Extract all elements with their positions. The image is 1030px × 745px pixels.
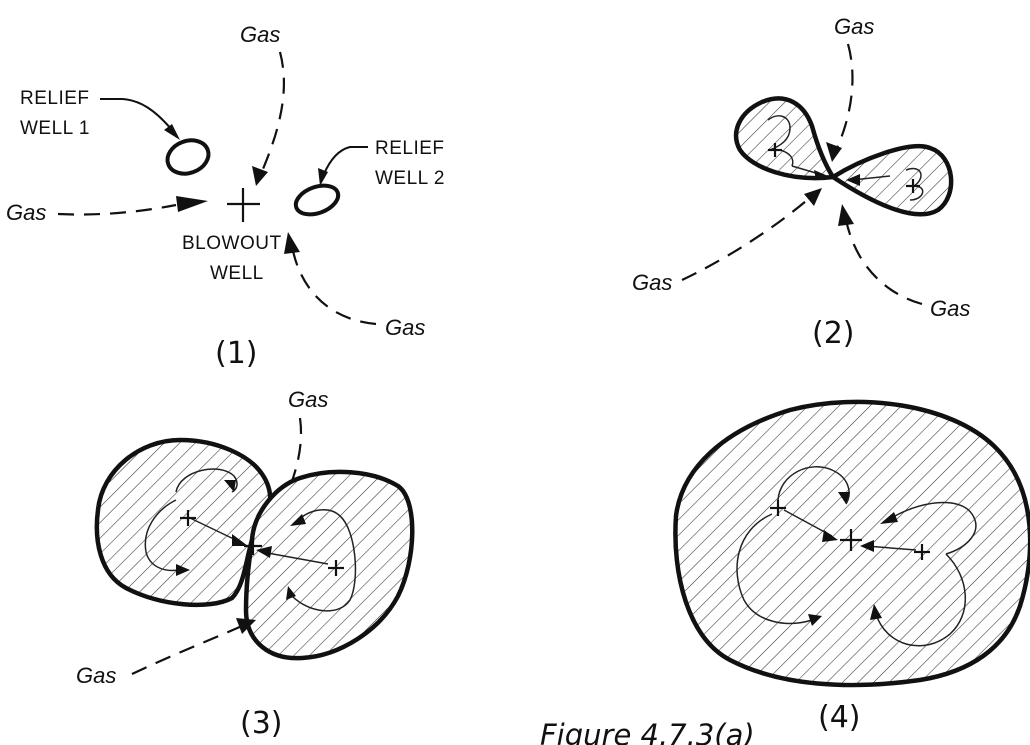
- gas-flow-arrow-left: [57, 203, 177, 216]
- relief-well-2-label: RELIEF: [375, 138, 445, 159]
- gas-flow-arrow-top: [835, 43, 854, 151]
- arrowhead-icon: [838, 204, 854, 226]
- pressure-front-right-lobe: [243, 469, 415, 661]
- gas-flow-arrow-right: [844, 219, 923, 306]
- arrowhead-icon: [822, 530, 838, 542]
- panel-4: (4): [673, 399, 1030, 735]
- panel-label: (1): [215, 336, 258, 371]
- flow-path: [865, 545, 917, 551]
- blowout-well-label: WELL: [210, 263, 264, 284]
- panel-label: (3): [240, 706, 283, 741]
- flow-path: [887, 501, 977, 555]
- arrowhead-icon: [318, 168, 328, 186]
- flow-path: [144, 499, 179, 572]
- relief-well-1: [165, 138, 211, 176]
- gas-flow-arrow-left: [681, 195, 813, 281]
- gas-label-bottom: Gas: [76, 663, 116, 688]
- flow-path: [736, 513, 813, 625]
- pressure-front-right-lobe: [828, 143, 954, 217]
- panel-2: Gas Gas Gas (2): [632, 14, 970, 351]
- gas-flow-arrow-bottom: [290, 245, 377, 326]
- arrowhead-icon: [808, 614, 822, 626]
- arrowhead-icon: [860, 540, 874, 552]
- arrowhead-icon: [838, 492, 850, 504]
- figure-caption: Figure 4.7.3(a): [540, 718, 755, 745]
- gas-flow-arrow-top: [258, 51, 286, 177]
- arrowhead-icon: [176, 196, 208, 212]
- arrowhead-icon: [814, 170, 828, 180]
- panel-1: Gas Gas Gas RELIEF WELL 1 RELIEF WELL 2 …: [6, 22, 445, 371]
- arrowhead-icon: [804, 188, 822, 206]
- gas-label-top: Gas: [240, 22, 280, 47]
- arrowhead-icon: [164, 124, 180, 140]
- blowout-well-label: BLOWOUT: [182, 233, 282, 254]
- arrowhead-icon: [176, 564, 190, 576]
- arrowhead-icon: [236, 618, 256, 634]
- panel-label: (2): [812, 316, 855, 351]
- arrowhead-icon: [256, 546, 272, 558]
- arrowhead-icon: [826, 142, 842, 162]
- panel-3: Gas Gas (3): [76, 387, 415, 741]
- leader-line: [100, 98, 173, 131]
- gas-label-right: Gas: [930, 296, 970, 321]
- flow-path: [189, 517, 241, 543]
- flow-path: [875, 553, 966, 647]
- flow-path: [291, 515, 357, 612]
- arrowhead-icon: [286, 586, 296, 600]
- flow-path: [261, 551, 329, 565]
- arrowhead-icon: [232, 534, 248, 546]
- leader-line: [323, 146, 368, 175]
- panel-label: (4): [818, 700, 861, 735]
- relief-well-2-label: WELL 2: [375, 168, 445, 189]
- arrowhead-icon: [252, 166, 268, 186]
- arrowhead-icon: [224, 480, 236, 492]
- pressure-front-left-lobe: [733, 96, 837, 181]
- relief-well-1-label: RELIEF: [20, 88, 90, 109]
- gas-label-top: Gas: [834, 14, 874, 39]
- arrowhead-icon: [846, 174, 860, 186]
- gas-label-top: Gas: [288, 387, 328, 412]
- flow-path: [767, 115, 794, 167]
- relief-well-1-label: WELL 1: [20, 118, 90, 139]
- arrowhead-icon: [284, 232, 300, 254]
- gas-flow-arrow-bottom: [131, 624, 243, 675]
- arrowhead-icon: [290, 514, 306, 526]
- gas-label-bottom: Gas: [385, 315, 425, 340]
- pressure-front-boundary: [673, 399, 1030, 688]
- relief-well-2: [293, 183, 341, 217]
- pressure-front-left-lobe: [94, 437, 273, 608]
- arrowhead-icon: [880, 512, 898, 524]
- gas-label-left: Gas: [6, 200, 46, 225]
- flow-path: [175, 468, 238, 493]
- arrowhead-icon: [870, 604, 882, 620]
- gas-label-left: Gas: [632, 270, 672, 295]
